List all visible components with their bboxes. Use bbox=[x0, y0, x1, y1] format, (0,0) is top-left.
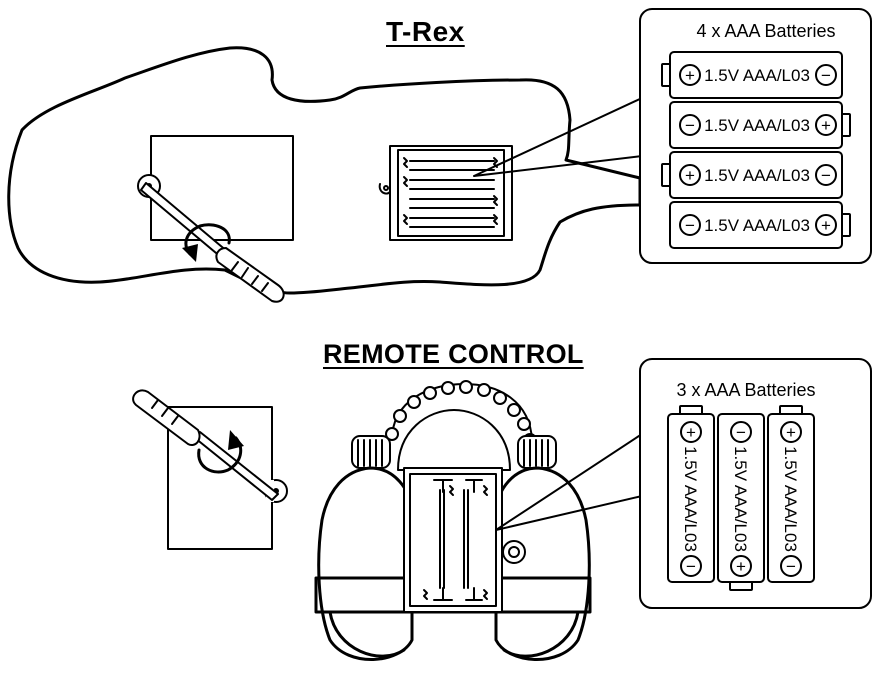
battery-icon: − + 1.5V AAA/L03 bbox=[669, 201, 851, 249]
battery-sign: − bbox=[786, 557, 796, 576]
remote-body-outline bbox=[314, 380, 592, 661]
battery-label: 1.5V AAA/L03 bbox=[704, 216, 810, 235]
battery-sign: − bbox=[821, 66, 831, 85]
trex-battery-box: 4 x AAA Batteries + − 1.5V AAA/L03 − + 1… bbox=[639, 8, 872, 264]
battery-sign: + bbox=[821, 116, 831, 135]
battery-icon: − + 1.5V AAA/L03 bbox=[717, 413, 765, 591]
remote-battery-box: 3 x AAA Batteries + − 1.5V AAA/L03 − + 1… bbox=[639, 358, 872, 609]
remote-callout-pointer bbox=[495, 433, 643, 531]
trex-battery-compartment bbox=[378, 145, 513, 241]
battery-icon: + − 1.5V AAA/L03 bbox=[767, 405, 815, 583]
battery-sign: − bbox=[685, 116, 695, 135]
battery-label: 1.5V AAA/L03 bbox=[704, 116, 810, 135]
rotate-arrow-icon bbox=[182, 223, 231, 262]
battery-sign: + bbox=[685, 66, 695, 85]
remote-battery-box-title: 3 x AAA Batteries bbox=[676, 380, 815, 400]
battery-sign: + bbox=[736, 557, 746, 576]
battery-label: 1.5V AAA/L03 bbox=[704, 166, 810, 185]
trex-heading: T-Rex bbox=[386, 16, 465, 47]
remote-battery-compartment bbox=[403, 467, 503, 613]
battery-label: 1.5V AAA/L03 bbox=[731, 446, 750, 552]
screwdriver-icon bbox=[140, 182, 285, 303]
battery-sign: + bbox=[786, 423, 796, 442]
battery-icon: + − 1.5V AAA/L03 bbox=[667, 405, 715, 583]
trex-battery-box-title: 4 x AAA Batteries bbox=[696, 21, 835, 41]
battery-label: 1.5V AAA/L03 bbox=[704, 66, 810, 85]
trex-body-outline bbox=[7, 46, 642, 295]
battery-sign: − bbox=[821, 166, 831, 185]
battery-icon: + − 1.5V AAA/L03 bbox=[661, 151, 843, 199]
battery-sign: − bbox=[686, 557, 696, 576]
battery-icon: + − 1.5V AAA/L03 bbox=[661, 51, 843, 99]
screwdriver-icon bbox=[132, 389, 279, 501]
remote-control-heading: REMOTE CONTROL bbox=[323, 339, 584, 369]
battery-label: 1.5V AAA/L03 bbox=[681, 446, 700, 552]
battery-sign: − bbox=[685, 216, 695, 235]
battery-sign: + bbox=[686, 423, 696, 442]
battery-icon: − + 1.5V AAA/L03 bbox=[669, 101, 851, 149]
battery-label: 1.5V AAA/L03 bbox=[781, 446, 800, 552]
battery-sign: + bbox=[685, 166, 695, 185]
trex-callout-pointer bbox=[473, 97, 643, 177]
rotate-arrow-icon bbox=[197, 430, 244, 474]
battery-sign: − bbox=[736, 423, 746, 442]
battery-sign: + bbox=[821, 216, 831, 235]
